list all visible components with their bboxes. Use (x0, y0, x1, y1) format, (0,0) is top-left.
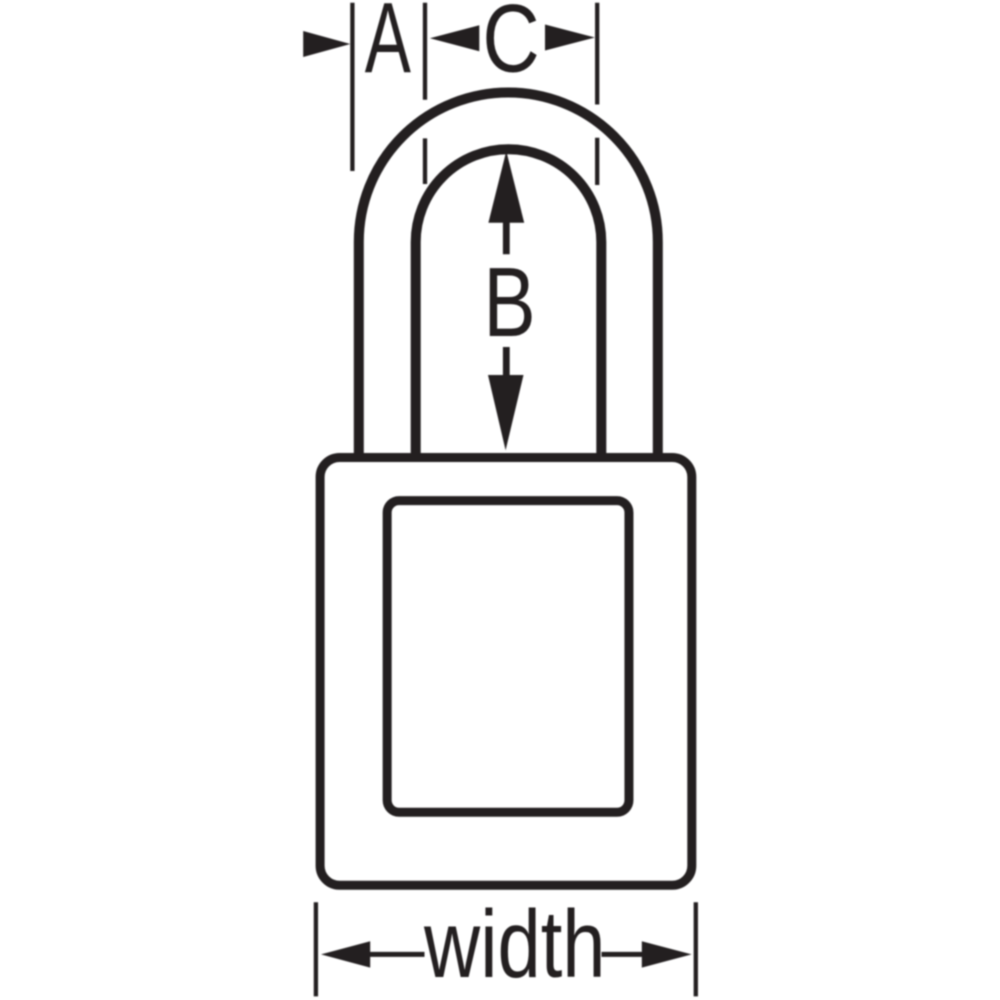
svg-text:width: width (423, 890, 605, 998)
svg-text:A: A (365, 0, 412, 94)
svg-text:C: C (482, 0, 539, 92)
svg-text:B: B (483, 247, 535, 356)
